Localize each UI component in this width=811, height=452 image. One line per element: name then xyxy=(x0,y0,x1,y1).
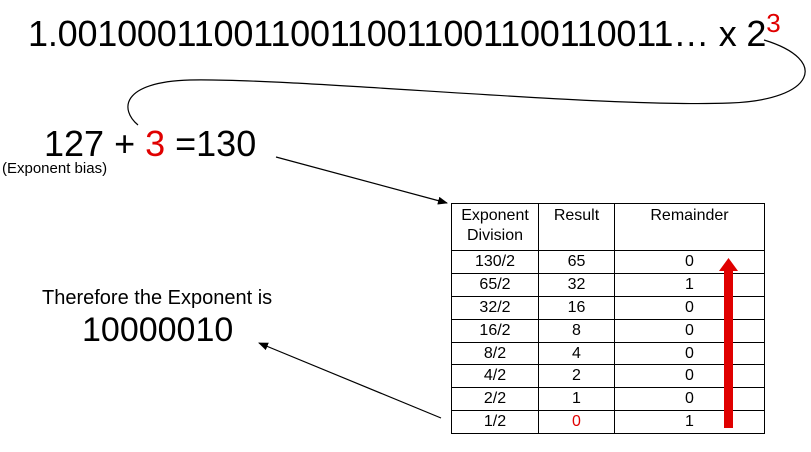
exponent-result: 10000010 xyxy=(82,311,234,349)
header-remainder: Remainder xyxy=(614,203,765,251)
division-table: Exponent Division Result Remainder 130/2… xyxy=(451,203,765,435)
header-result: Result xyxy=(538,203,615,251)
cell-result: 16 xyxy=(538,295,615,320)
cell-result: 8 xyxy=(538,318,615,343)
cell-division: 8/2 xyxy=(451,341,539,366)
mantissa-base: 1.00100011001100110011001100110011… x 2 xyxy=(28,13,767,54)
table-to-result-arrow xyxy=(258,342,442,419)
bias-sum-exponent: 3 xyxy=(145,123,166,164)
header-exponent-division-label: Exponent Division xyxy=(461,207,529,244)
cell-result: 2 xyxy=(538,364,615,389)
cell-division: 32/2 xyxy=(451,295,539,320)
cell-remainder: 1 xyxy=(614,410,765,435)
cell-remainder: 0 xyxy=(614,318,765,343)
cell-division: 1/2 xyxy=(451,410,539,435)
cell-result: 1 xyxy=(538,387,615,412)
cell-remainder: 0 xyxy=(614,364,765,389)
cell-remainder: 1 xyxy=(614,272,765,297)
cell-division: 130/2 xyxy=(451,250,539,274)
cell-remainder: 0 xyxy=(614,341,765,366)
mantissa-exponent: 3 xyxy=(766,8,781,38)
cell-result: 32 xyxy=(538,272,615,297)
cell-remainder: 0 xyxy=(614,250,765,274)
bias-sum-left: 127 + xyxy=(44,123,146,164)
cell-division: 4/2 xyxy=(451,364,539,389)
bias-sum-expression: 127 + 3 =130 xyxy=(44,122,256,165)
cell-remainder: 0 xyxy=(614,387,765,412)
conclusion-text: Therefore the Exponent is xyxy=(42,287,273,309)
cell-result: 65 xyxy=(538,250,615,274)
sum-to-table-arrow xyxy=(275,156,448,205)
bias-sum-right: =130 xyxy=(165,123,257,164)
cell-result: 4 xyxy=(538,341,615,366)
cell-division: 16/2 xyxy=(451,318,539,343)
header-exponent-division: Exponent Division xyxy=(451,203,539,251)
cell-division: 2/2 xyxy=(451,387,539,412)
bias-label: (Exponent bias) xyxy=(2,160,108,177)
cell-division: 65/2 xyxy=(451,272,539,297)
table-header-row: Exponent Division Result Remainder xyxy=(451,203,765,251)
mantissa-expression: 1.00100011001100110011001100110011… x 23 xyxy=(28,8,781,55)
cell-remainder: 0 xyxy=(614,295,765,320)
cell-result: 0 xyxy=(538,410,615,435)
